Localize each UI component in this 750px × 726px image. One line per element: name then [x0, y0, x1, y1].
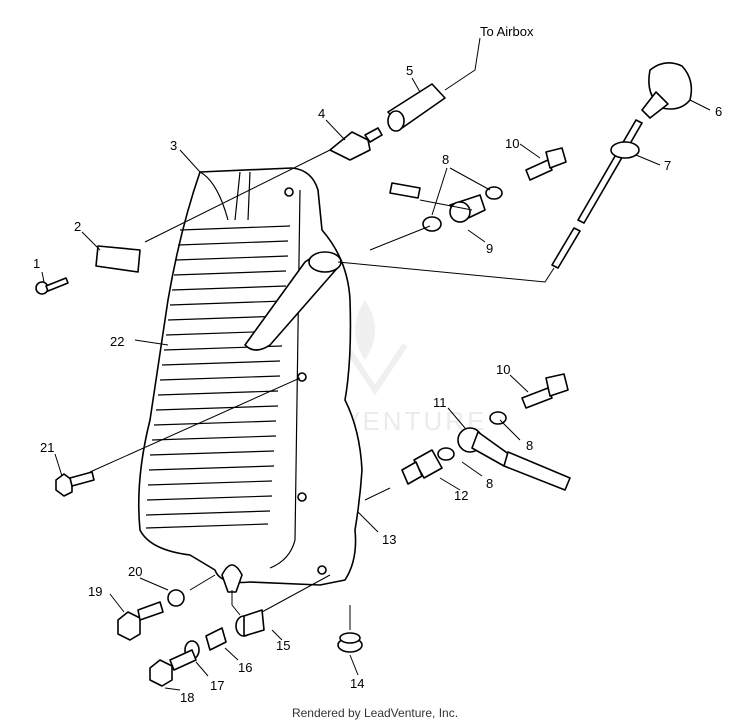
callout-12: 12 [454, 488, 468, 503]
callout-13: 13 [382, 532, 396, 547]
part-5-hose [387, 37, 481, 132]
part-7-o-ring [610, 141, 640, 159]
part-12-sensor [401, 449, 443, 485]
part-4-fitting [329, 127, 383, 161]
part-8-9-upper-fittings [389, 182, 503, 232]
callout-11: 11 [433, 395, 447, 410]
part-21-bolt [55, 471, 95, 497]
oil-tank [137, 167, 363, 593]
callout-17: 17 [210, 678, 224, 693]
part-10-bolt-lower [521, 373, 569, 409]
callout-20: 20 [128, 564, 142, 579]
part-20-washer [167, 589, 185, 607]
callout-14: 14 [350, 676, 364, 691]
part-15-grommet [235, 609, 265, 637]
part-8-washer-lower-a [489, 411, 507, 425]
callout-8-lower-a: 8 [526, 438, 533, 453]
callout-10-lower: 10 [496, 362, 510, 377]
callout-6: 6 [715, 104, 722, 119]
part-18-bolt [149, 649, 197, 687]
callout-19: 19 [88, 584, 102, 599]
callout-7: 7 [664, 158, 671, 173]
part-11-banjo-lower [457, 427, 571, 491]
callout-9: 9 [486, 241, 493, 256]
callout-10-upper: 10 [505, 136, 519, 151]
callout-15: 15 [276, 638, 290, 653]
callout-4: 4 [318, 106, 325, 121]
callout-2: 2 [74, 219, 81, 234]
part-16-spacer [205, 627, 227, 651]
callout-5: 5 [406, 63, 413, 78]
part-19-bolt [117, 601, 164, 641]
part-1-screw [35, 277, 69, 295]
callout-1: 1 [33, 256, 40, 271]
callout-8-upper: 8 [442, 152, 449, 167]
callout-18: 18 [180, 690, 194, 705]
part-10-bolt-upper [525, 147, 567, 181]
callout-16: 16 [238, 660, 252, 675]
callout-22: 22 [110, 334, 124, 349]
part-2-plate [95, 245, 141, 273]
callout-21: 21 [40, 440, 54, 455]
callout-3: 3 [170, 138, 177, 153]
footer-credit: Rendered by LeadVenture, Inc. [291, 706, 459, 720]
part-8-washer-lower-b [437, 447, 455, 461]
part-14-grommet [337, 632, 363, 653]
label-to-airbox: To Airbox [480, 24, 534, 39]
leader-lines [41, 77, 711, 691]
callout-8-lower-b: 8 [486, 476, 493, 491]
